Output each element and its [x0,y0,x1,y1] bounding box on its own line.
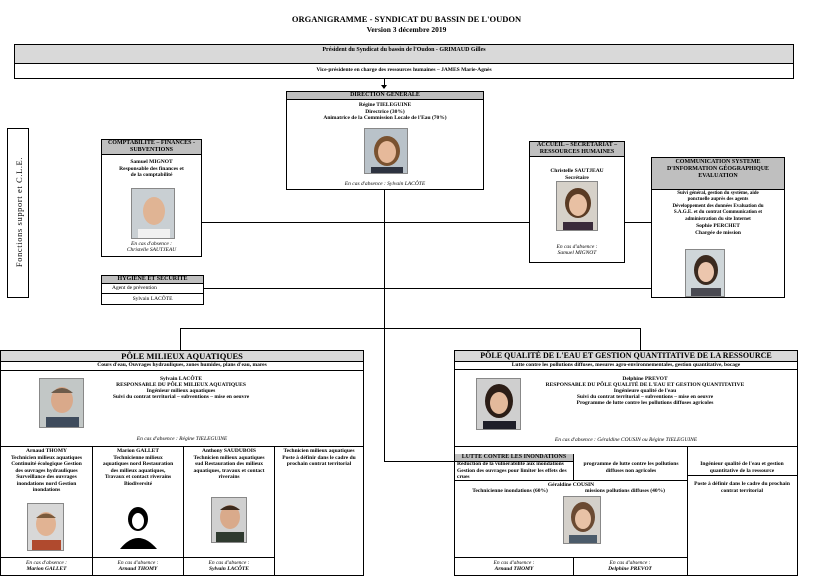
absence-note: En cas d'absence : Géraldine COUSIN ou R… [455,437,797,444]
avatar [39,378,84,428]
compta-header: COMPTABILITE – FINANCES - SUBVENTIONS [102,140,201,155]
avatar-placeholder-icon [116,503,161,549]
president-band: Président du Syndicat du bassin de l'Oud… [14,44,794,79]
page-title: ORGANIGRAMME - SYNDICAT DU BASSIN DE L'O… [0,14,813,24]
connector [625,222,651,223]
president-label: Président du Syndicat du bassin de l'Oud… [15,45,793,64]
connector [384,350,385,462]
connector [180,328,640,329]
accueil-box: ACCUEIL – SECRETARIAT – RESSOURCES HUMAI… [529,141,625,263]
vice-president-label: Vice-présidente en charge des ressources… [15,64,793,74]
side-label: Fonctions support et C.L.E. [14,127,24,297]
communication-box: COMMUNICATION SYSTEME D'INFORMATION GÉOG… [651,157,785,298]
connector [384,190,385,350]
cousin-role: Technicienne inondations (60%) [455,488,565,495]
connector [204,288,651,289]
absence-name: Sylvain LACÔTE [184,566,274,573]
compta-box: COMPTABILITE – FINANCES - SUBVENTIONS Sa… [101,139,202,257]
staff-card: Marion GALLET Technicienne milieux aquat… [93,448,183,487]
avatar [27,503,64,551]
absence-name: Arnaud THOMY [455,566,573,573]
connector [202,222,529,223]
avatar [364,128,408,174]
staff-desc: Technicienne milieux aquatiques nord Res… [93,455,183,488]
avatar [211,497,247,543]
staff-card: Technicien milieux aquatiques Poste à dé… [275,448,363,468]
version-label: Version 3 décembre 2019 [0,25,813,34]
staff-card: Anthony SAUDUBOIS Technicien milieux aqu… [184,448,274,481]
staff-desc: Technicien milieux aquatiques Continuité… [1,455,92,494]
absence-note: En cas d'absence : Sylvain LACÔTE [287,181,483,188]
connector [640,328,641,350]
communication-header: COMMUNICATION SYSTEME D'INFORMATION GÉOG… [652,158,784,190]
direction-header: DIRECTION GENERALE [287,92,483,100]
avatar [131,188,175,239]
communication-tasks: Suivi général, gestion du système, aide … [652,191,784,223]
avatar [563,496,601,544]
hygiene-box: HYGIENE ET SECURITE Agent de prévention … [101,275,204,305]
staff-desc: Poste à définir dans le cadre du prochai… [275,455,363,468]
pole-qualite-box: PÔLE QUALITÉ DE L'EAU ET GESTION QUANTIT… [454,350,798,576]
avatar [556,181,598,231]
pole-qualite-role: Programme de lutte contre les pollutions… [515,400,775,407]
programme-text: programme de lutte contre les pollutions… [575,461,687,474]
pole-milieux-box: PÔLE MILIEUX AQUATIQUES Cours d'eau, Ouv… [0,350,364,576]
poste-text: Poste à définir dans le cadre du prochai… [689,481,795,494]
support-functions-panel: Fonctions support et C.L.E. [7,128,29,298]
accueil-header: ACCUEIL – SECRETARIAT – RESSOURCES HUMAI… [530,142,624,157]
staff-card: Arnaud THOMY Technicien milieux aquatiqu… [1,448,92,494]
avatar [685,249,725,297]
hygiene-name: Sylvain LACÔTE [102,296,203,303]
connector [180,328,181,350]
direction-role: Animatrice de la Commission Locale de l'… [287,115,483,122]
pole-milieux-title: PÔLE MILIEUX AQUATIQUES [1,351,363,362]
hygiene-header: HYGIENE ET SECURITE [102,276,203,284]
arrow-down-icon [381,85,387,89]
pole-qualite-title: PÔLE QUALITÉ DE L'EAU ET GESTION QUANTIT… [455,351,797,362]
hygiene-role: Agent de prévention [112,285,157,292]
ingenieur-text: Ingénieur qualité de l'eau et gestion qu… [689,461,795,474]
pole-milieux-subtitle: Cours d'eau, Ouvrages hydrauliques, zone… [1,362,363,369]
absence-name: Delphine PREVOT [573,566,687,573]
pole-milieux-role: Suivi du contrat territorial – subventio… [81,394,281,401]
compta-role: Responsable des finances et de la compta… [102,166,201,179]
absence-name: Christelle SAUTJEAU [102,247,201,254]
inondations-text: Réduction de la vulnérabilité aux inonda… [455,461,575,481]
absence-name: Arnaud THOMY [93,566,183,573]
staff-name: Technicien milieux aquatiques [275,448,363,455]
connector [384,461,454,462]
absence-name: Samuel MIGNOT [530,250,624,257]
cousin-role: missions pollutions diffuses (40%) [565,488,685,495]
communication-role: Chargée de mission [652,230,784,237]
pole-qualite-subtitle: Lutte contre les pollutions diffuses, me… [455,362,797,369]
direction-box: DIRECTION GENERALE Régine TIELEGUINE Dir… [286,91,484,190]
absence-name: Marion GALLET [1,566,92,573]
absence-note: En cas d'absence : Régine TIELEGUINE [1,436,363,443]
staff-desc: Technicien milieux aquatiques sud Restau… [184,455,274,481]
